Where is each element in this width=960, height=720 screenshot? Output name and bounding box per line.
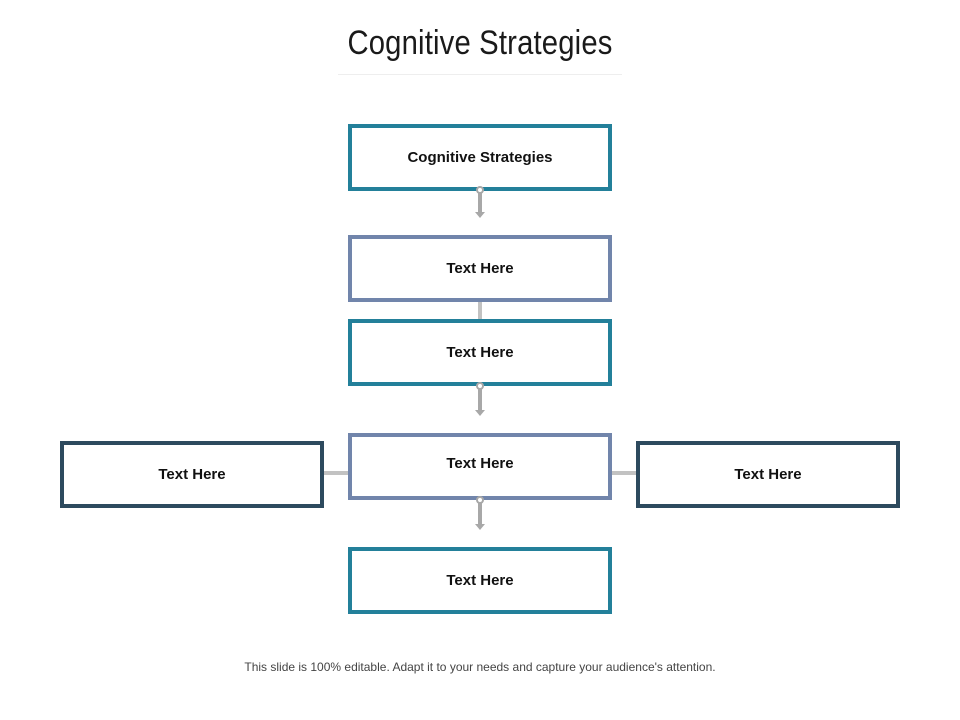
node-level-2-label: Text Here bbox=[446, 344, 514, 361]
arrow-level3-to-level4-dot bbox=[476, 496, 484, 504]
connector-left-branch bbox=[322, 471, 352, 475]
node-level-4-label: Text Here bbox=[446, 572, 514, 589]
node-right-branch-label: Text Here bbox=[734, 466, 802, 483]
slide-title: Cognitive Strategies bbox=[347, 24, 613, 62]
title-underline bbox=[338, 74, 622, 75]
node-level-1[interactable]: Text Here bbox=[348, 235, 612, 302]
node-left-branch-label: Text Here bbox=[158, 466, 226, 483]
slide-footer: This slide is 100% editable. Adapt it to… bbox=[244, 660, 716, 674]
arrow-root-to-level1-head bbox=[475, 212, 485, 218]
arrow-level2-to-level3-head bbox=[475, 410, 485, 416]
arrow-level2-to-level3-dot bbox=[476, 382, 484, 390]
node-left-branch[interactable]: Text Here bbox=[60, 441, 324, 508]
root-node-label: Cognitive Strategies bbox=[407, 149, 553, 166]
node-level-1-label: Text Here bbox=[446, 260, 514, 277]
node-level-3-label: Text Here bbox=[446, 455, 514, 472]
arrow-level2-to-level3-shaft bbox=[478, 388, 482, 410]
root-node[interactable]: Cognitive Strategies bbox=[348, 124, 612, 191]
arrow-level3-to-level4-shaft bbox=[478, 502, 482, 524]
connector-right-branch bbox=[608, 471, 638, 475]
arrow-root-to-level1-dot bbox=[476, 186, 484, 194]
node-level-2[interactable]: Text Here bbox=[348, 319, 612, 386]
arrow-root-to-level1-shaft bbox=[478, 192, 482, 212]
node-level-4[interactable]: Text Here bbox=[348, 547, 612, 614]
node-level-3[interactable]: Text Here bbox=[348, 433, 612, 500]
arrow-level3-to-level4-head bbox=[475, 524, 485, 530]
connector-level1-level2 bbox=[478, 300, 482, 322]
node-right-branch[interactable]: Text Here bbox=[636, 441, 900, 508]
